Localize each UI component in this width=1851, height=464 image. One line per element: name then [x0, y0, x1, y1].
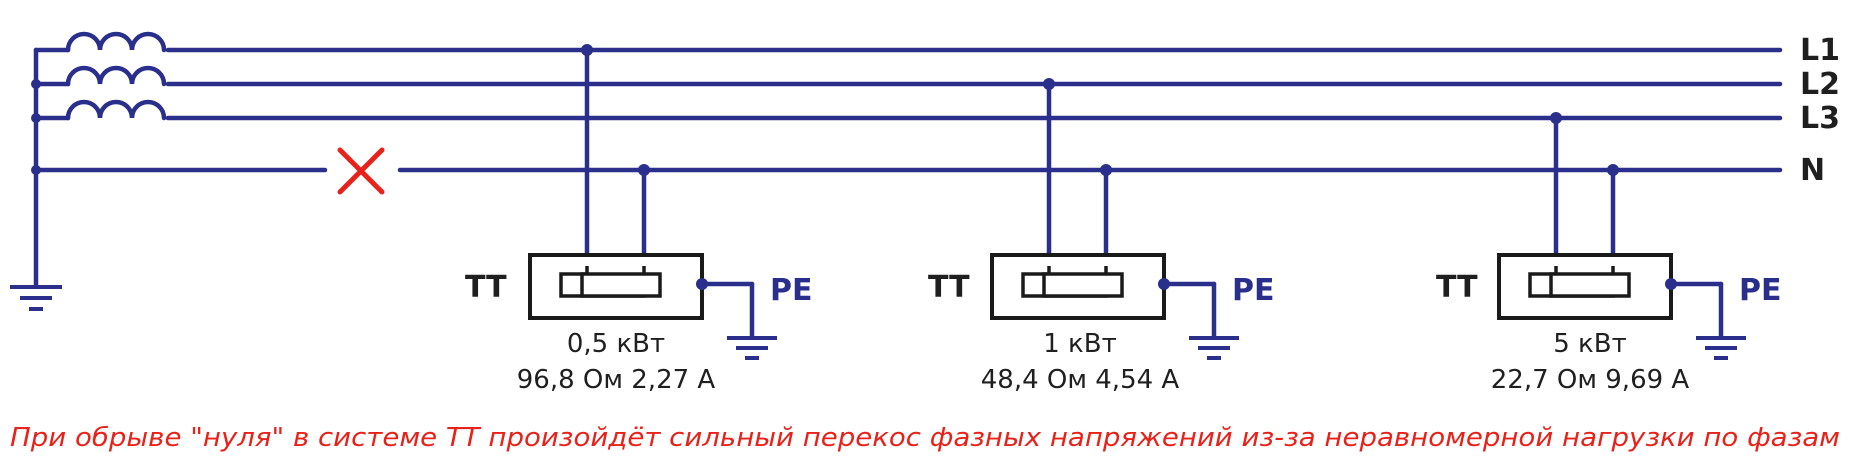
label-n: N	[1800, 153, 1825, 188]
consumer-1-resistor-icon	[580, 272, 662, 298]
consumer-3: TT PE 5 кВт 22,7 Ом 9,69 А	[1436, 112, 1781, 395]
source-windings	[31, 31, 167, 288]
label-l3: L3	[1800, 101, 1840, 136]
neutral-break-icon	[337, 147, 385, 195]
consumer-2-params: 48,4 Ом 4,54 А	[981, 365, 1180, 395]
bus-lines	[33, 47, 1783, 173]
consumer-2-system-label: TT	[928, 270, 970, 305]
caption: При обрыве "нуля" в системе ТТ произойдё…	[10, 423, 1840, 453]
consumer-2-power: 1 кВт	[1043, 329, 1117, 359]
label-l1: L1	[1800, 33, 1840, 68]
consumer-2-resistor-icon	[1042, 272, 1124, 298]
consumer-1-system-label: TT	[465, 270, 507, 305]
consumer-1-ground-icon	[727, 336, 777, 360]
consumer-1-params: 96,8 Ом 2,27 А	[517, 365, 716, 395]
source-ground-icon	[10, 285, 62, 311]
consumer-3-power: 5 кВт	[1553, 329, 1627, 359]
consumer-2: TT PE 1 кВт 48,4 Ом 4,54 А	[928, 78, 1274, 395]
winding-l1	[65, 31, 167, 53]
consumer-1-power: 0,5 кВт	[567, 329, 665, 359]
consumer-3-resistor-icon	[1549, 272, 1631, 298]
winding-l2	[65, 65, 167, 87]
consumer-3-pe-label: PE	[1739, 273, 1781, 308]
consumer-3-params: 22,7 Ом 9,69 А	[1491, 365, 1690, 395]
consumer-2-pe-label: PE	[1232, 273, 1274, 308]
consumer-1: TT PE 0,5 кВт 96,8 Ом 2,27 А	[465, 44, 812, 395]
consumer-3-ground-icon	[1696, 336, 1746, 360]
consumer-1-pe-label: PE	[770, 273, 812, 308]
winding-l3	[65, 99, 167, 121]
label-l2: L2	[1800, 67, 1840, 102]
consumer-2-ground-icon	[1189, 336, 1239, 360]
consumer-3-system-label: TT	[1436, 270, 1478, 305]
line-labels: L1 L2 L3 N	[1800, 33, 1840, 188]
